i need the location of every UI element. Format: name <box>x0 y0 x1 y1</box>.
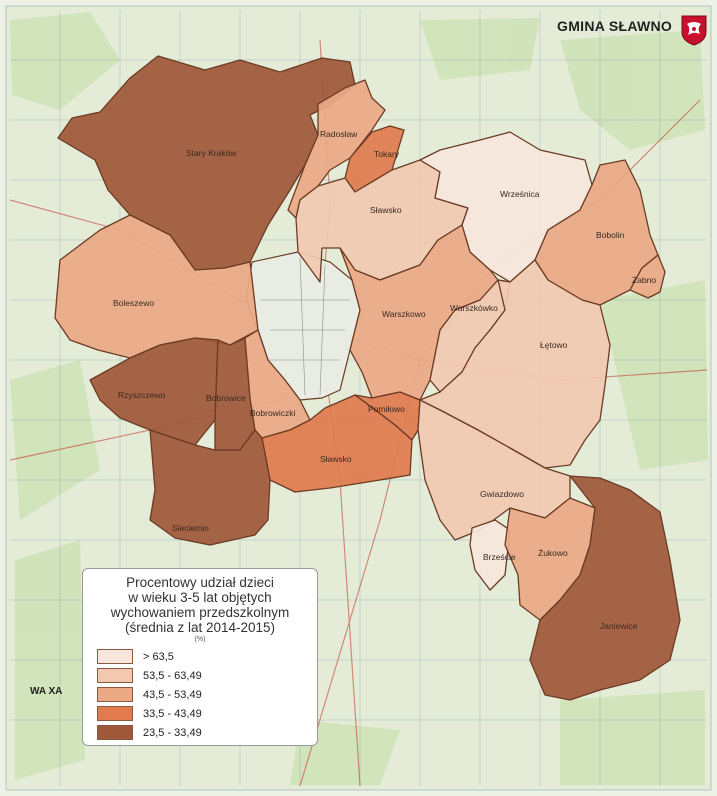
legend-class-row: > 63,5 <box>97 647 309 666</box>
region-label: Radosław <box>320 129 358 139</box>
legend-class-row: 43,5 - 53,49 <box>97 685 309 704</box>
region-label: Łętowo <box>540 340 568 350</box>
region-label: Bobrowice <box>206 393 246 403</box>
region-area <box>149 429 271 546</box>
region-label: Boleszewo <box>113 298 154 308</box>
region-labels: Stary Kraków Radosław Tokary Sławsko Wrz… <box>113 129 656 631</box>
region-label: Sławsko <box>370 205 402 215</box>
legend-class-label: 23,5 - 33,49 <box>143 726 202 739</box>
gmina-regions <box>54 55 681 701</box>
legend-swatch <box>97 725 133 740</box>
region-label: Stary Kraków <box>186 148 237 158</box>
legend-swatch <box>97 649 133 664</box>
legend-swatch <box>97 668 133 683</box>
legend-title-line: (średnia z lat 2014-2015) <box>124 620 276 635</box>
region-label: Janiewice <box>600 621 638 631</box>
legend-class-row: 33,5 - 43,49 <box>97 704 309 723</box>
region-label: Tokary <box>374 149 400 159</box>
region-area <box>419 259 611 469</box>
legend-class-label: 53,5 - 63,49 <box>143 669 202 682</box>
region-area <box>469 519 511 591</box>
region-label: Żabno <box>632 275 656 285</box>
legend-class-row: 23,5 - 33,49 <box>97 723 309 742</box>
region-label: Żukowo <box>538 548 568 558</box>
region-label: Sieciemin <box>172 523 209 533</box>
region-label: Warszkowo <box>382 309 426 319</box>
legend-class-row: 53,5 - 63,49 <box>97 666 309 685</box>
region-area <box>529 475 681 701</box>
legend-unit: (%) <box>194 636 206 643</box>
legend-title-line: w wieku 3-5 lat objętych <box>128 590 272 605</box>
legend-class-label: 33,5 - 43,49 <box>143 707 202 720</box>
region-area <box>629 254 666 299</box>
region-label: Sławsko <box>320 454 352 464</box>
region-area <box>54 214 259 359</box>
region-label: Pomiłowo <box>368 404 405 414</box>
map-title: GMINA SŁAWNO <box>557 18 673 34</box>
legend: Procentowy udział dzieci w wieku 3-5 lat… <box>82 568 318 746</box>
region-label: Warszkówko <box>450 303 498 313</box>
legend-title-line: wychowaniem przedszkolnym <box>110 605 290 620</box>
town-streets <box>260 257 350 396</box>
coat-of-arms-icon <box>681 15 707 46</box>
region-label: Gwiazdowo <box>480 489 524 499</box>
legend-swatch <box>97 706 133 721</box>
region-label: Bobolin <box>596 230 625 240</box>
legend-class-label: > 63,5 <box>143 650 174 663</box>
region-label: Wrześnica <box>500 189 540 199</box>
region-area <box>261 394 413 493</box>
region-area <box>287 79 386 219</box>
region-label: Rzyszczewo <box>118 390 166 400</box>
legend-class-label: 43,5 - 53,49 <box>143 688 202 701</box>
region-label: Bobrowiczki <box>250 408 295 418</box>
region-label: Brzeście <box>483 552 516 562</box>
sheet-corner-label: WA XA <box>30 686 63 697</box>
legend-title-line: Procentowy udział dzieci <box>126 575 274 590</box>
legend-swatch <box>97 687 133 702</box>
